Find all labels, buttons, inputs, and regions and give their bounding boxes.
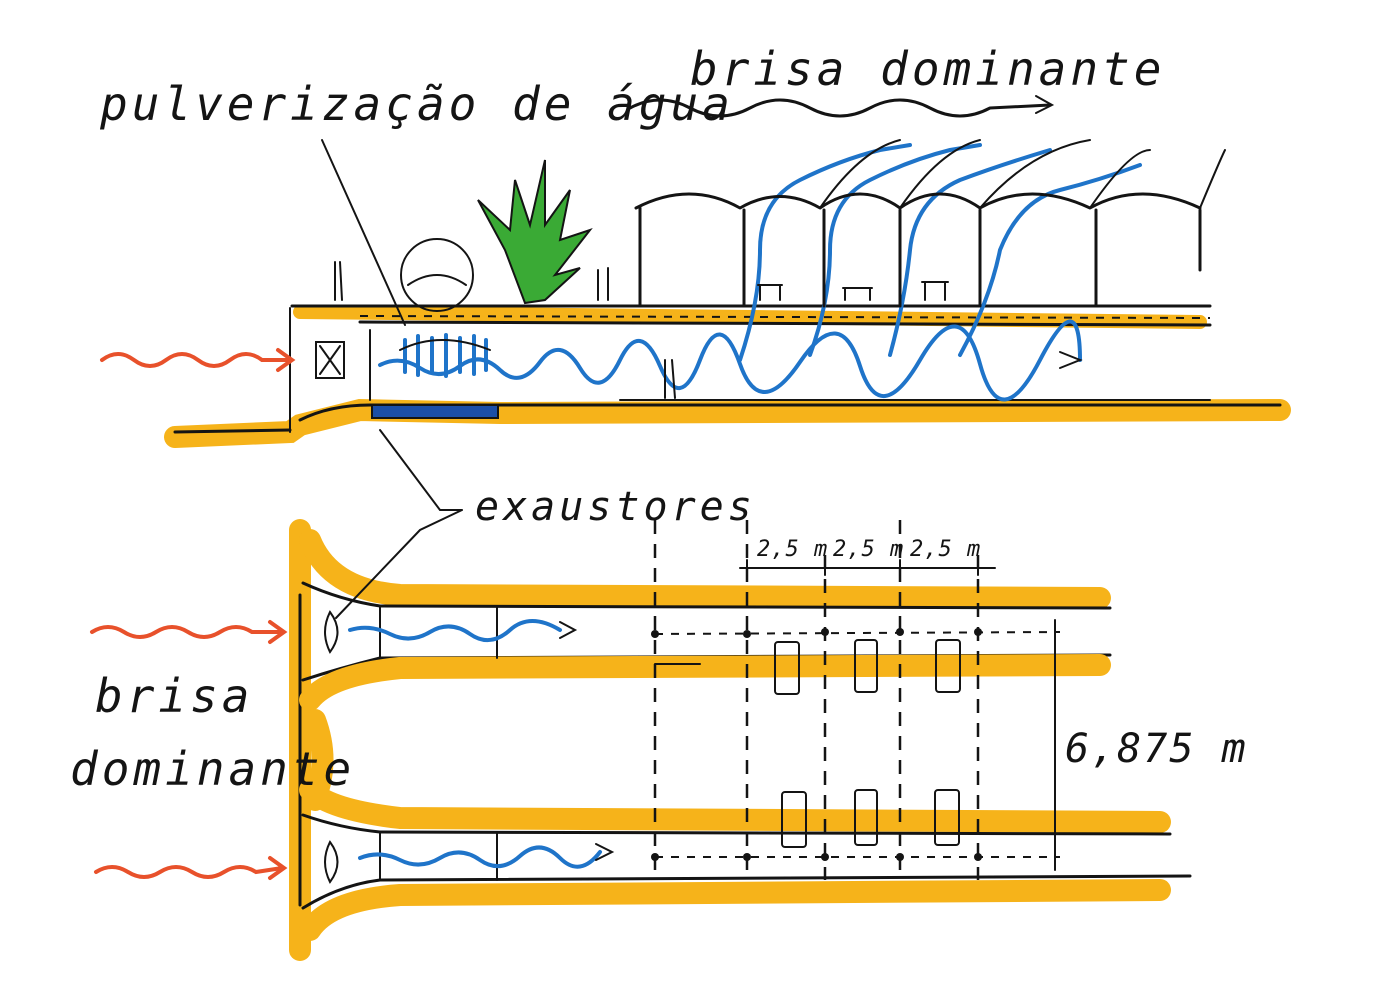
green-plant bbox=[477, 159, 593, 305]
exhaust-fan-section bbox=[315, 341, 345, 379]
section-view bbox=[100, 95, 1291, 448]
water-spray-lines bbox=[403, 333, 488, 378]
roof-slab bbox=[290, 304, 1212, 327]
leader-water-spray bbox=[321, 139, 406, 326]
lower-channel-bottom-shading bbox=[299, 879, 1171, 941]
incoming-wind-arrowhead bbox=[276, 348, 296, 372]
upper-channel-airflow bbox=[348, 619, 562, 642]
incoming-wind-plan-1-arrowhead bbox=[268, 620, 288, 644]
label-prevailing-breeze-top: brisa dominante bbox=[690, 42, 1165, 96]
breeze-wave-top bbox=[628, 98, 1052, 118]
duct-outline bbox=[369, 329, 1211, 401]
lower-channel-top-shading bbox=[299, 779, 1171, 833]
updraft-3 bbox=[888, 148, 1052, 357]
tree-canopy-round bbox=[400, 238, 474, 312]
upper-channel-bottom-shading bbox=[299, 654, 1111, 711]
leader-exhausts bbox=[335, 429, 463, 619]
exhaust-fan-plan-1 bbox=[324, 610, 339, 654]
incoming-wind-plan-2-arrowhead bbox=[268, 856, 288, 880]
label-breeze-left-line2: dominante bbox=[70, 742, 355, 796]
lower-duct-segments bbox=[379, 831, 498, 881]
internal-airflow bbox=[378, 319, 1082, 402]
canopy-roof bbox=[634, 192, 1202, 210]
lower-airflow-arrowhead bbox=[595, 843, 615, 861]
lower-channel-bottom bbox=[301, 874, 1192, 910]
span-dimension-chain bbox=[739, 559, 996, 576]
tree-detail bbox=[407, 274, 467, 286]
grid-rows bbox=[654, 631, 1061, 858]
plan-planters bbox=[774, 639, 961, 848]
label-breeze-left-line1: brisa bbox=[95, 669, 253, 723]
upper-airflow-arrowhead bbox=[559, 621, 578, 639]
incoming-wind-plan-1 bbox=[90, 625, 284, 639]
exhaust-fan-plan-2 bbox=[324, 840, 339, 884]
spray-ink bbox=[399, 339, 491, 351]
airflow-arrowhead bbox=[1059, 351, 1083, 369]
water-pool bbox=[371, 404, 499, 419]
label-dim-3: 2,5 m bbox=[910, 537, 981, 562]
human-figures bbox=[334, 261, 676, 399]
updraft-1 bbox=[738, 143, 912, 362]
grid-nodes bbox=[651, 628, 982, 861]
label-water-spray: pulverização de água bbox=[99, 77, 734, 131]
ground-shading bbox=[164, 398, 1291, 448]
planters bbox=[757, 281, 949, 301]
fan-cross bbox=[319, 345, 341, 375]
breeze-arrowhead-top bbox=[1035, 95, 1055, 114]
label-exhausts: exaustores bbox=[475, 484, 756, 530]
updraft-4 bbox=[958, 163, 1142, 357]
label-dim-height: 6,875 m bbox=[1065, 726, 1248, 772]
incoming-wind-section bbox=[100, 352, 292, 368]
plan-view bbox=[90, 429, 1192, 961]
label-dim-1: 2,5 m bbox=[757, 537, 828, 562]
incoming-wind-plan-2 bbox=[94, 865, 284, 879]
upper-channel-top-shading bbox=[299, 529, 1111, 609]
canopy-fins bbox=[819, 139, 1226, 209]
ground-line bbox=[173, 403, 1282, 434]
lower-channel-airflow bbox=[358, 845, 602, 869]
canopy-columns bbox=[638, 206, 1202, 308]
slab-openings bbox=[359, 315, 1211, 319]
upper-duct-segments bbox=[379, 605, 498, 659]
label-dim-2: 2,5 m bbox=[833, 537, 904, 562]
